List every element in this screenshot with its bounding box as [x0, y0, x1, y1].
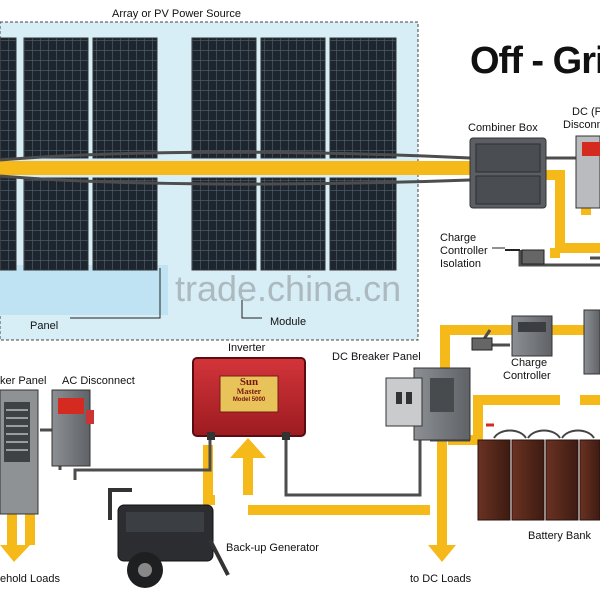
inverter-brand-sub: Master: [236, 387, 262, 396]
label-module: Module: [270, 316, 307, 328]
solar-panels-bottom-row: [0, 177, 397, 271]
label-battery-bank: Battery Bank: [528, 530, 591, 542]
label-charge-isolation-3: Isolation: [440, 258, 481, 270]
label-dc-disconnect-2: Disconn: [563, 119, 600, 131]
label-breaker-panel: ker Panel: [0, 375, 47, 387]
ac-disconnect-box: [51, 389, 94, 467]
inverter-brand-plate: Sun Master Model 5000: [222, 376, 276, 405]
inverter-unit: [192, 357, 306, 440]
label-charge-isolation-1: Charge: [440, 232, 477, 244]
watermark: trade.china.cn: [175, 268, 402, 309]
label-dc-breaker-panel: DC Breaker Panel: [332, 351, 421, 363]
label-dc-loads: to DC Loads: [410, 573, 472, 585]
battery-bank-unit: [477, 423, 600, 521]
backup-generator-unit: [108, 488, 230, 588]
label-array: Array or PV Power Source: [112, 8, 241, 20]
label-ac-disconnect: AC Disconnect: [62, 375, 135, 387]
inverter-brand-name: Sun: [239, 376, 259, 388]
solar-panels-top-row: [0, 37, 397, 159]
label-charge-controller-2: Controller: [503, 370, 551, 382]
dc-disconnect: [575, 135, 600, 209]
leader-lines: [70, 247, 505, 319]
label-combiner-box: Combiner Box: [468, 122, 538, 134]
label-panel: Panel: [30, 320, 59, 332]
charge-controller: [511, 309, 600, 375]
gray-cables: [0, 150, 600, 497]
flow-arrows: [0, 438, 456, 562]
label-household-loads: ehold Loads: [0, 573, 60, 585]
dc-breaker-panel: [385, 367, 471, 441]
label-charge-controller-1: Charge: [511, 357, 548, 369]
label-charge-isolation-2: Controller: [440, 245, 488, 257]
label-backup-generator: Back-up Generator: [226, 542, 319, 554]
combiner-box: [469, 137, 547, 209]
charge-controller-isolation: [471, 249, 545, 351]
ac-breaker-panel: [0, 389, 39, 515]
label-inverter: Inverter: [228, 342, 266, 354]
label-dc-disconnect-1: DC (P: [572, 106, 600, 118]
page-title: Off - Grid: [470, 40, 600, 82]
inverter-model: Model 5000: [232, 397, 266, 403]
